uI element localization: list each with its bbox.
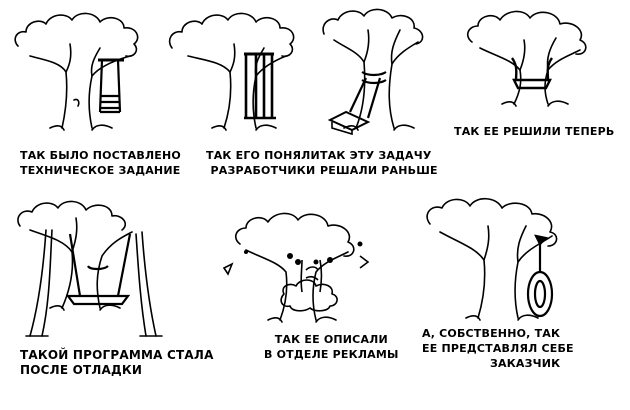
caption-advert: ТАК ЕЕ ОПИСАЛИ В ОТДЕЛЕ РЕКЛАМЫ [264,333,399,361]
caption-now: ТАК ЕЕ РЕШИЛИ ТЕПЕРЬ [454,125,615,138]
caption-earlier: ТАК ЭТУ ЗАДАЧУ РЕШАЛИ РАНЬШЕ [320,149,438,177]
tree-swing-advert-illustration [210,200,400,340]
tree-swing-spec-illustration [0,0,160,140]
tree-swing-developers-illustration [160,0,310,140]
caption-customer: А, СОБСТВЕННО, ТАК ЕЕ ПРЕДСТАВЛЯЛ СЕБЕ З… [422,327,574,370]
panel-spec: ТАК БЫЛО ПОСТАВЛЕНО ТЕХНИЧЕСКОЕ ЗАДАНИЕ [0,0,181,200]
panel-customer: А, СОБСТВЕННО, ТАК ЕЕ ПРЕДСТАВЛЯЛ СЕБЕ З… [400,200,630,410]
tree-swing-earlier-illustration [310,0,440,140]
panel-advert: ТАК ЕЕ ОПИСАЛИ В ОТДЕЛЕ РЕКЛАМЫ [210,200,400,410]
panel-now: ТАК ЕЕ РЕШИЛИ ТЕПЕРЬ [440,0,630,200]
tree-swing-debug-illustration [0,200,210,340]
panel-earlier: ТАК ЭТУ ЗАДАЧУ РЕШАЛИ РАНЬШЕ [310,0,440,200]
caption-spec: ТАК БЫЛО ПОСТАВЛЕНО ТЕХНИЧЕСКОЕ ЗАДАНИЕ [20,149,181,177]
panel-developers: ТАК ЕГО ПОНЯЛИ РАЗРАБОТЧИКИ [160,0,320,200]
panel-debug: ТАКОЙ ПРОГРАММА СТАЛА ПОСЛЕ ОТЛАДКИ [0,200,213,410]
tree-swing-now-illustration [440,0,630,120]
caption-developers: ТАК ЕГО ПОНЯЛИ РАЗРАБОТЧИКИ [206,149,320,177]
tree-tire-swing-customer-illustration [400,200,630,340]
caption-debug: ТАКОЙ ПРОГРАММА СТАЛА ПОСЛЕ ОТЛАДКИ [20,348,214,377]
